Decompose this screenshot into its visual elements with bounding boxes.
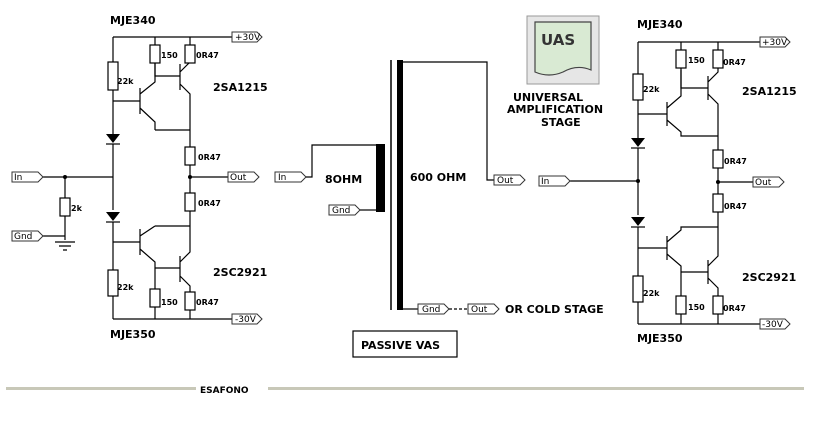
right-top-output-label: 2SA1215	[742, 85, 797, 98]
left-neg-rail-terminal	[231, 313, 263, 325]
uas-title-line1: UNIVERSAL	[513, 91, 583, 104]
left-pos-rail-terminal	[231, 31, 263, 43]
left-top-output-label: 2SA1215	[213, 81, 268, 94]
xfmr-secondary-label: 600 OHM	[410, 171, 466, 184]
left-r-top-150-label: 150	[161, 51, 178, 60]
right-r-mid-bot-label: 0R47	[724, 202, 747, 211]
right-out-label: Out	[755, 178, 772, 188]
left-neg-rail-label: -30V	[235, 315, 257, 325]
xfmr-out-top-terminal	[493, 174, 526, 186]
right-r-top-150-label: 150	[688, 56, 705, 65]
right-r-bot-150-label: 150	[688, 303, 705, 312]
right-neg-rail-label: -30V	[762, 320, 784, 330]
xfmr-gnd-bottom-terminal	[417, 303, 450, 315]
left-r-top-0r47	[184, 44, 196, 64]
xfmr-primary-core	[376, 144, 385, 212]
left-r-bias-top-label: 22k	[117, 77, 134, 86]
right-r-bias-top-label: 22k	[643, 85, 660, 94]
right-in-label: In	[541, 177, 549, 187]
passive-vas-transformer: In Gnd 8OHM 600 OHM Out Gnd Out OR COLD …	[274, 60, 604, 358]
uas-badge-icon	[534, 21, 592, 76]
right-r-mid-top	[712, 149, 724, 169]
right-r-mid-top-label: 0R47	[724, 157, 747, 166]
xfmr-out-bottom-label: Out	[471, 305, 488, 315]
xfmr-gnd-label: Gnd	[332, 206, 350, 216]
left-pos-rail-label: +30V	[235, 33, 261, 43]
right-r-bias-top	[632, 73, 644, 101]
footer-label: ESAFONO	[200, 386, 249, 396]
right-r-mid-bot	[712, 193, 724, 213]
left-r-top-150	[149, 44, 161, 64]
left-r-bias-bottom-label: 22k	[117, 283, 134, 292]
left-r-mid-bot	[184, 192, 196, 212]
right-r-top-0r47	[712, 49, 724, 69]
left-r-bias-top	[107, 61, 119, 91]
xfmr-in-terminal	[274, 171, 307, 183]
left-out-terminal	[227, 171, 260, 183]
right-r-bot-0r47-label: 0R47	[723, 304, 746, 313]
right-bottom-output-label: 2SC2921	[742, 271, 796, 284]
left-r-mid-top-label: 0R47	[198, 153, 221, 162]
left-out-label: Out	[230, 173, 247, 183]
right-r-bot-150	[675, 295, 687, 315]
left-r-mid-bot-label: 0R47	[198, 199, 221, 208]
xfmr-out-bottom-terminal	[467, 303, 500, 315]
uas-title-line2: AMPLIFICATION	[507, 103, 603, 116]
cold-stage-label: OR COLD STAGE	[505, 303, 604, 316]
left-diode-top	[106, 134, 120, 143]
right-r-bot-0r47	[712, 295, 724, 315]
left-r-bias-bottom	[107, 269, 119, 297]
footer-bar: ESAFONO	[6, 386, 804, 396]
left-gnd-terminal	[11, 230, 44, 242]
right-r-bias-bottom	[632, 275, 644, 303]
left-bottom-driver-label: MJE350	[110, 328, 156, 341]
left-in-terminal	[11, 171, 44, 183]
xfmr-primary-label: 8OHM	[325, 173, 362, 186]
left-r-in-label: 2k	[71, 204, 83, 213]
right-diode-bottom	[631, 217, 645, 226]
right-neg-rail-terminal	[759, 318, 791, 330]
passive-vas-label: PASSIVE VAS	[361, 339, 440, 352]
right-r-top-150	[675, 49, 687, 69]
left-r-mid-top	[184, 146, 196, 166]
xfmr-secondary-core	[397, 60, 403, 310]
left-bottom-output-label: 2SC2921	[213, 266, 267, 279]
uas-logo-text: UAS	[541, 31, 575, 49]
left-r-bot-150-label: 150	[161, 298, 178, 307]
left-r-in	[59, 197, 71, 217]
xfmr-out-top-label: Out	[497, 176, 514, 186]
xfmr-in-label: In	[278, 173, 286, 183]
left-r-bot-0r47-label: 0R47	[196, 298, 219, 307]
right-bottom-driver-label: MJE350	[637, 332, 683, 345]
left-r-bot-150	[149, 288, 161, 308]
left-ground-icon	[55, 241, 75, 251]
left-in-label: In	[14, 173, 22, 183]
uas-logo: UAS UNIVERSAL AMPLIFICATION STAGE	[507, 15, 603, 129]
right-out-terminal	[752, 176, 785, 188]
left-amplifier: 22k 22k 2k 150 0R47 0R47	[11, 14, 268, 341]
left-r-bot-0r47	[184, 291, 196, 311]
right-r-top-0r47-label: 0R47	[723, 58, 746, 67]
right-top-driver-label: MJE340	[637, 18, 683, 31]
right-pos-rail-label: +30V	[762, 38, 788, 48]
uas-title-line3: STAGE	[541, 116, 581, 129]
left-top-driver-label: MJE340	[110, 14, 156, 27]
right-amplifier: 22k 22k 150 0R47 0R47 0R47 150 0	[538, 18, 797, 345]
right-pos-rail-terminal	[759, 36, 791, 48]
left-diode-bottom	[106, 212, 120, 221]
right-diode-top	[631, 138, 645, 147]
right-in-terminal	[538, 175, 571, 187]
xfmr-gnd-bottom-label: Gnd	[422, 305, 440, 315]
left-gnd-label: Gnd	[14, 232, 32, 242]
right-r-bias-bottom-label: 22k	[643, 289, 660, 298]
passive-vas-box	[352, 330, 458, 358]
xfmr-gnd-terminal	[328, 204, 361, 216]
left-r-top-0r47-label: 0R47	[196, 51, 219, 60]
